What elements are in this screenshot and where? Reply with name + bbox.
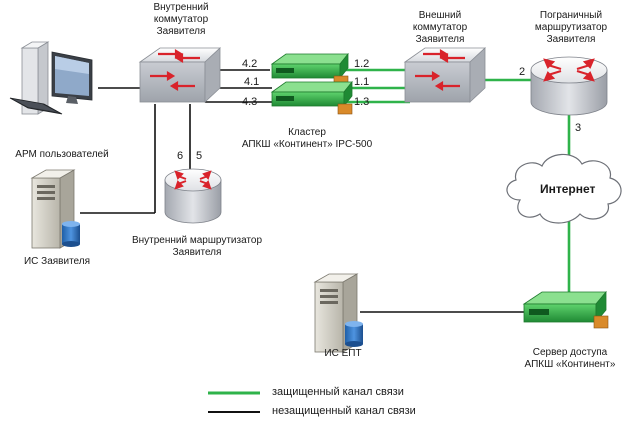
int-router-label: Внутренний маршрутизатор Заявителя bbox=[122, 235, 272, 259]
security-gateway-icon bbox=[522, 290, 609, 329]
port-label-5: 5 bbox=[196, 150, 203, 162]
router-icon bbox=[164, 168, 222, 224]
border-router-label-line: Пограничный bbox=[539, 10, 603, 21]
security-gateway-icon bbox=[270, 80, 353, 115]
int-switch-label-line: Внутренний bbox=[153, 2, 209, 13]
port-label-6: 6 bbox=[177, 150, 184, 162]
port-label-4-1: 4.1 bbox=[244, 76, 260, 88]
access-server-label-line: АПКШ «Континент» bbox=[524, 359, 616, 370]
border-router-label: Пограничный маршрутизатор Заявителя bbox=[516, 10, 626, 46]
cluster-label-line: АПКШ «Континент» IPC-500 bbox=[241, 139, 373, 150]
int-switch-label: Внутренний коммутатор Заявителя bbox=[126, 2, 236, 38]
legend-secure-label: защищенный канал связи bbox=[272, 386, 404, 398]
int-router-label-line: Внутренний маршрутизатор bbox=[131, 235, 263, 246]
server-icon bbox=[30, 169, 80, 249]
legend-insecure-label: незащищенный канал связи bbox=[272, 405, 416, 417]
switch-icon bbox=[138, 47, 222, 103]
internet-label: Интернет bbox=[540, 182, 596, 196]
access-server-label: Сервер доступа АПКШ «Континент» bbox=[506, 347, 634, 371]
workstation-icon bbox=[9, 41, 93, 115]
switch-icon bbox=[403, 47, 487, 103]
is-ept-label: ИС ЕПТ bbox=[324, 348, 362, 359]
border-router-label-line: Заявителя bbox=[546, 34, 596, 45]
server-icon bbox=[313, 273, 363, 353]
security-gateway-icon bbox=[270, 52, 349, 87]
port-label-3: 3 bbox=[575, 122, 582, 134]
router-icon bbox=[530, 56, 608, 116]
cloud-icon bbox=[506, 153, 622, 224]
cluster-label-line: Кластер bbox=[288, 127, 326, 138]
port-label-4-2: 4.2 bbox=[242, 58, 258, 70]
int-switch-label-line: коммутатор bbox=[153, 14, 209, 25]
arm-label: АРМ пользователей bbox=[15, 149, 109, 160]
border-router-label-line: маршрутизатор bbox=[534, 22, 608, 33]
legend bbox=[208, 391, 260, 413]
access-server-label-line: Сервер доступа bbox=[532, 347, 608, 358]
is-applicant-label: ИС Заявителя bbox=[23, 256, 91, 267]
port-label-1-3: 1.3 bbox=[354, 96, 370, 108]
cluster-label: Кластер АПКШ «Континент» IPC-500 bbox=[232, 127, 382, 151]
ext-switch-label-line: Заявителя bbox=[415, 34, 465, 45]
port-label-4-3: 4.3 bbox=[242, 96, 258, 108]
int-router-label-line: Заявителя bbox=[172, 247, 222, 258]
port-label-2: 2 bbox=[519, 66, 526, 78]
ext-switch-label: Внешний коммутатор Заявителя bbox=[390, 10, 490, 46]
int-switch-label-line: Заявителя bbox=[156, 26, 206, 37]
secure-links bbox=[340, 68, 571, 294]
port-label-1-2: 1.2 bbox=[354, 58, 370, 70]
port-label-1-1: 1.1 bbox=[354, 76, 370, 88]
ext-switch-label-line: коммутатор bbox=[412, 22, 468, 33]
ext-switch-label-line: Внешний bbox=[418, 10, 462, 21]
